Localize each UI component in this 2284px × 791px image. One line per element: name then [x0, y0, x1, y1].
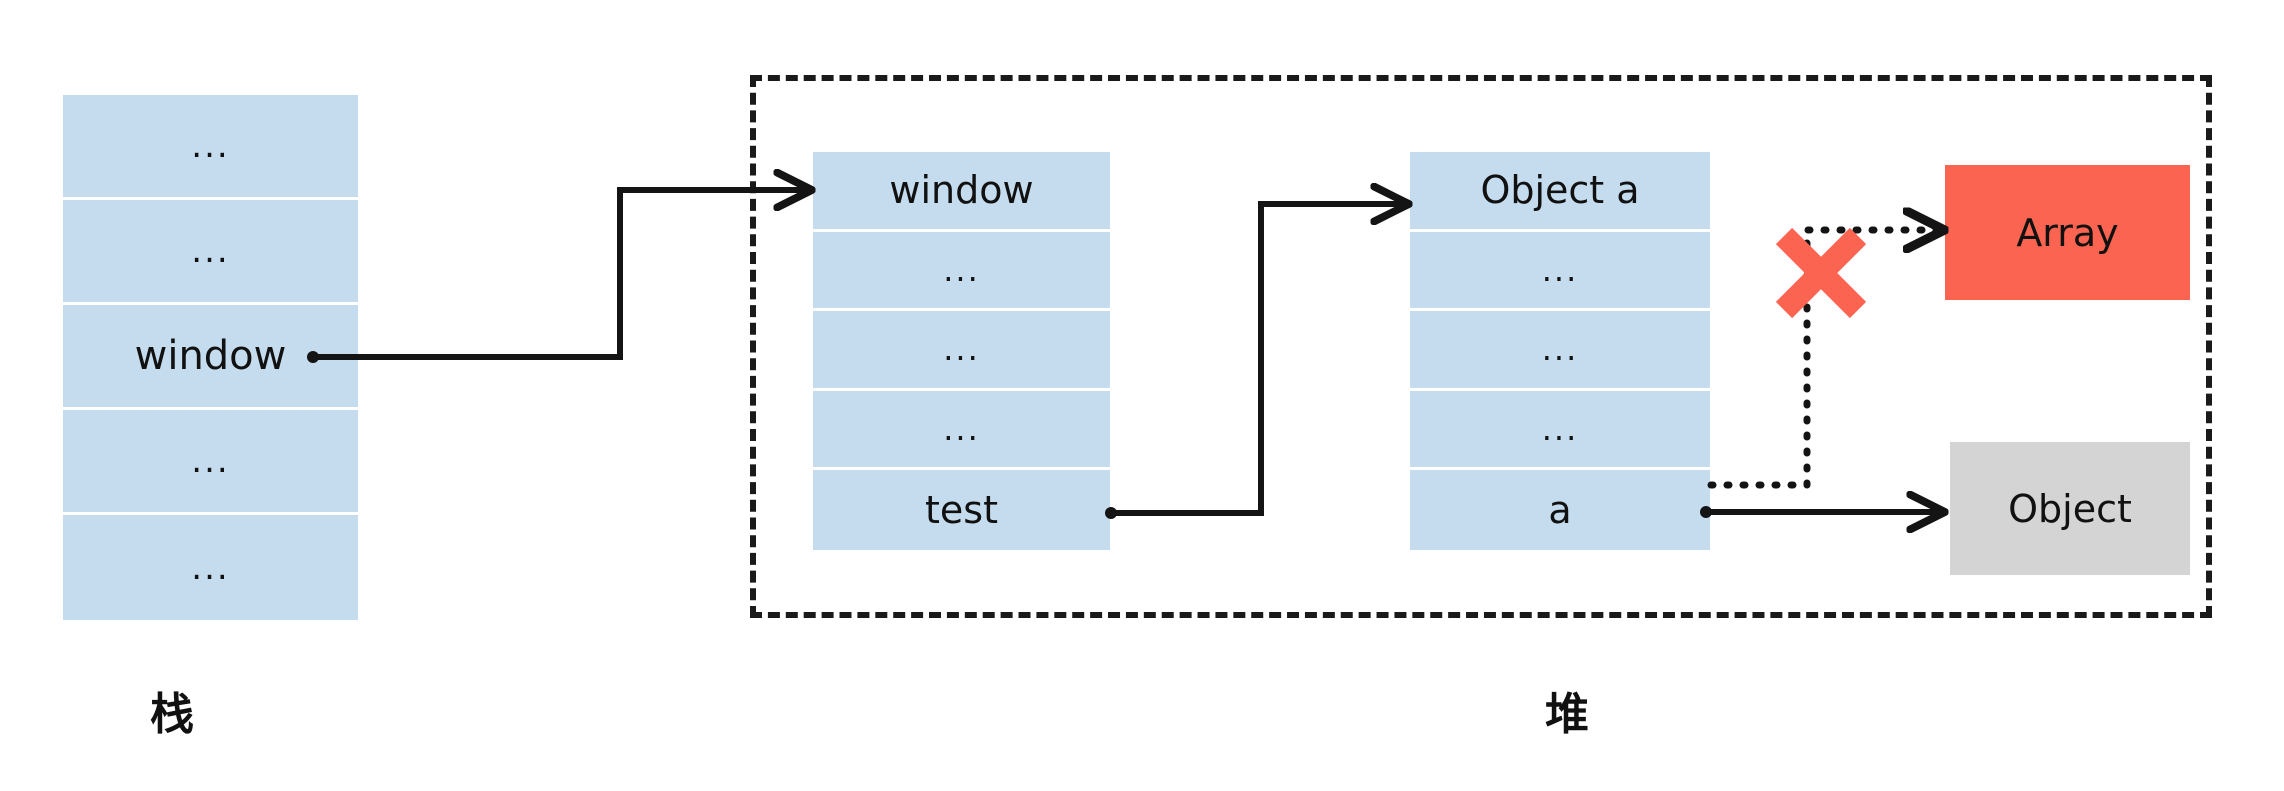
- caption-stack: 栈: [150, 689, 194, 740]
- reference-severed-x-icon: [1775, 227, 1867, 319]
- stack-row-4: ...: [63, 515, 358, 620]
- window-row-test: test: [813, 470, 1110, 550]
- connector-test-to-object-a: [1105, 204, 1402, 519]
- stack-row-0: ...: [63, 95, 358, 200]
- objecta-row-a: a: [1410, 470, 1710, 550]
- objecta-row-1: ...: [1410, 231, 1710, 312]
- window-row-title: window: [813, 152, 1110, 232]
- stack-row-window: window: [63, 305, 358, 410]
- objecta-row-2: ...: [1410, 311, 1710, 391]
- caption-heap: 堆: [1545, 689, 1589, 740]
- window-row-1: ...: [813, 231, 1110, 312]
- connector-a-to-object: [1700, 506, 1938, 518]
- stack-row-1: ...: [63, 200, 358, 305]
- window-object-table: window ... ... ... test: [813, 152, 1110, 550]
- object-a-table: Object a ... ... ... a: [1410, 152, 1710, 550]
- window-row-2: ...: [813, 311, 1110, 391]
- stack-memory-table: ... ... window ... ...: [63, 95, 358, 620]
- objecta-row-3: ...: [1410, 390, 1710, 471]
- connector-stack-window-to-heap-window: [307, 190, 805, 363]
- array-value-box: Array: [1945, 165, 2190, 300]
- window-row-3: ...: [813, 390, 1110, 471]
- stack-row-3: ...: [63, 410, 358, 515]
- object-value-box: Object: [1950, 442, 2190, 575]
- objecta-row-title: Object a: [1410, 152, 1710, 232]
